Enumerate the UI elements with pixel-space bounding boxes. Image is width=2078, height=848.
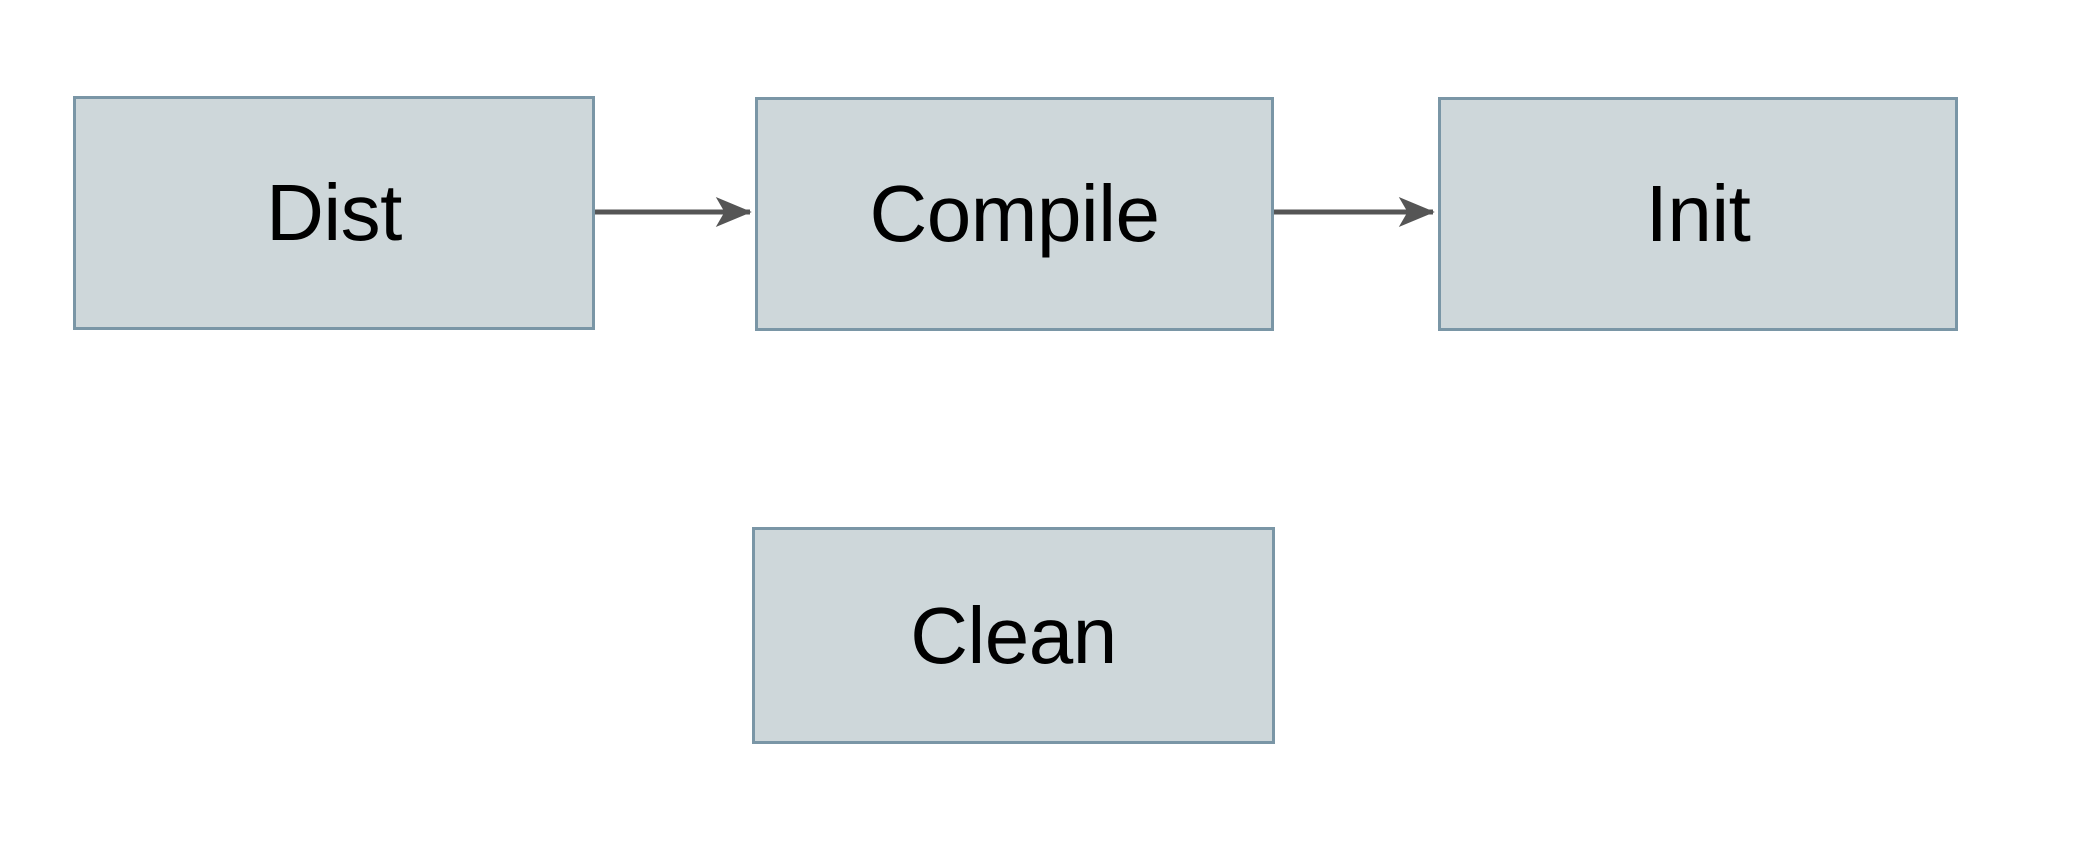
node-init[interactable]: Init <box>1438 97 1958 331</box>
node-init-label: Init <box>1645 169 1751 258</box>
node-clean-label: Clean <box>910 590 1117 680</box>
node-compile[interactable]: Compile <box>755 97 1274 331</box>
node-compile-label: Compile <box>869 169 1160 258</box>
node-dist-label: Dist <box>266 168 402 257</box>
node-clean[interactable]: Clean <box>752 527 1275 744</box>
node-dist[interactable]: Dist <box>73 96 595 330</box>
